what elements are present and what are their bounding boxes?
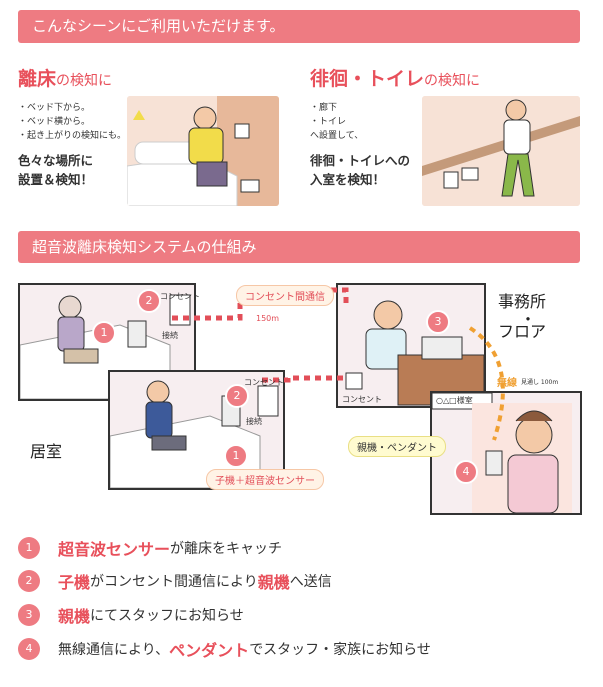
diagram-badge-2b: 2 bbox=[225, 384, 249, 408]
hallway-illustration bbox=[422, 96, 580, 206]
left-bullet: ・ベッド横から。 bbox=[18, 117, 91, 127]
hallway-scene-icon bbox=[422, 96, 580, 206]
step-number: 4 bbox=[18, 638, 40, 660]
step-emphasis: ペンダント bbox=[169, 641, 250, 660]
right-title: 徘徊・トイレの検知に bbox=[310, 64, 480, 91]
diagram-badge-1: 1 bbox=[92, 321, 116, 345]
hallway-room bbox=[430, 391, 582, 515]
right-bullet: へ設置して、 bbox=[310, 131, 364, 141]
step-emphasis: 子機 bbox=[58, 573, 91, 592]
right-bullets: ・廊下 ・トイレ へ設置して、 bbox=[310, 101, 363, 143]
step-3: 3 親機 にてスタッフにお知らせ bbox=[18, 600, 244, 630]
step-1: 1 超音波センサー が離床をキャッチ bbox=[18, 533, 282, 563]
step-text: にてスタッフにお知らせ bbox=[90, 608, 244, 624]
step-2: 2 子機 がコンセント間通信により 親機 へ送信 bbox=[18, 566, 332, 596]
switch-label-1: 接続 bbox=[162, 331, 178, 340]
powerline-link bbox=[172, 287, 349, 321]
left-bold-text: 色々な場所に 設置＆検知！ bbox=[18, 151, 93, 189]
wireless-link bbox=[468, 326, 505, 441]
office-label: 事務所 bbox=[498, 292, 547, 311]
section-banner-system: 超音波離床検知システムの仕組み bbox=[18, 231, 580, 263]
office-dot: ・ bbox=[520, 310, 537, 329]
right-bullet: ・廊下 bbox=[310, 103, 338, 113]
diagram-badge-2: 2 bbox=[137, 289, 161, 313]
resident-room-2 bbox=[108, 370, 285, 490]
left-bold-line: 設置＆検知！ bbox=[18, 172, 94, 187]
right-bullet: ・トイレ bbox=[310, 117, 347, 127]
right-bold-line: 徘徊・トイレへの bbox=[310, 153, 411, 168]
room-label: 居室 bbox=[30, 442, 63, 461]
step-emphasis: 超音波センサー bbox=[58, 540, 171, 559]
office-scene bbox=[338, 285, 485, 406]
switch-label-2: 接続 bbox=[246, 417, 262, 426]
right-bold-text: 徘徊・トイレへの 入室を検知！ bbox=[310, 151, 410, 189]
right-title-em: 徘徊・トイレ bbox=[310, 68, 425, 90]
step-text-pre: 無線通信により、 bbox=[58, 642, 170, 658]
floor-label: フロア bbox=[498, 322, 547, 341]
door-sign: ○△□様室 bbox=[436, 396, 473, 405]
left-bullet: ・起き上がりの検知にも。 bbox=[18, 131, 127, 141]
diagram-badge-1b: 1 bbox=[224, 444, 248, 468]
wireless-label: 無線 bbox=[497, 378, 517, 389]
section-banner-scenes: こんなシーンにご利用いただけます。 bbox=[18, 10, 580, 43]
step-emphasis-2: 親機 bbox=[257, 573, 290, 592]
right-bold-line: 入室を検知！ bbox=[310, 172, 386, 187]
step-text: が離床をキャッチ bbox=[170, 541, 283, 557]
bedside-illustration bbox=[127, 96, 279, 206]
left-bullets: ・ベッド下から。 ・ベッド横から。 ・起き上がりの検知にも。 bbox=[18, 101, 126, 143]
left-title-em: 離床 bbox=[18, 68, 57, 90]
hallway-scene bbox=[431, 392, 580, 514]
left-title: 離床の検知に bbox=[18, 64, 112, 91]
step-text: がコンセント間通信により bbox=[90, 574, 258, 590]
step-text-2: へ送信 bbox=[289, 574, 332, 590]
step-number: 1 bbox=[18, 537, 40, 559]
powerline-label: コンセント間通信 bbox=[236, 285, 334, 306]
outlet-label-1: コンセント bbox=[160, 292, 200, 301]
office-room bbox=[336, 283, 486, 408]
bedside-scene-icon bbox=[127, 96, 279, 206]
step-number: 3 bbox=[18, 604, 40, 626]
outlet-label-3: コンセント bbox=[342, 395, 382, 404]
right-title-rest: の検知に bbox=[424, 73, 481, 89]
distance-150: 150m bbox=[256, 314, 280, 323]
step-emphasis: 親機 bbox=[58, 607, 91, 626]
left-title-rest: の検知に bbox=[56, 73, 113, 89]
wireless-distance: 見通し 100m bbox=[521, 379, 559, 386]
step-text: でスタッフ・家族にお知らせ bbox=[249, 642, 431, 658]
pendant-label: 親機・ペンダント bbox=[348, 436, 446, 457]
step-4: 4 無線通信により、 ペンダント でスタッフ・家族にお知らせ bbox=[18, 634, 431, 664]
diagram-badge-4: 4 bbox=[454, 460, 478, 484]
resident-room-2-scene bbox=[109, 372, 283, 489]
outlet-label-2: コンセント bbox=[244, 378, 284, 387]
left-bold-line: 色々な場所に bbox=[18, 153, 94, 168]
step-number: 2 bbox=[18, 570, 40, 592]
child-unit-label: 子機＋超音波センサー bbox=[206, 469, 324, 490]
powerline-link-2 bbox=[262, 375, 346, 383]
diagram-badge-3: 3 bbox=[426, 310, 450, 334]
left-bullet: ・ベッド下から。 bbox=[18, 103, 91, 113]
